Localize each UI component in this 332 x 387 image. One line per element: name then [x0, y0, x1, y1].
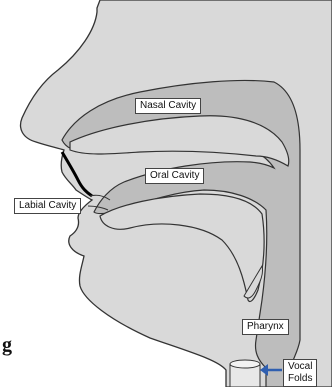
label-oral-cavity: Oral Cavity — [145, 168, 204, 184]
label-nasal-cavity: Nasal Cavity — [135, 98, 201, 114]
label-vocal-folds-line2: Folds — [288, 373, 312, 384]
vocal-folds — [230, 360, 260, 387]
label-pharynx: Pharynx — [242, 319, 289, 335]
stray-glyph: g — [2, 335, 12, 355]
label-vocal-folds-line1: Vocal — [288, 361, 312, 372]
label-vocal-folds: Vocal Folds — [283, 359, 317, 387]
label-labial-cavity: Labial Cavity — [14, 198, 81, 214]
